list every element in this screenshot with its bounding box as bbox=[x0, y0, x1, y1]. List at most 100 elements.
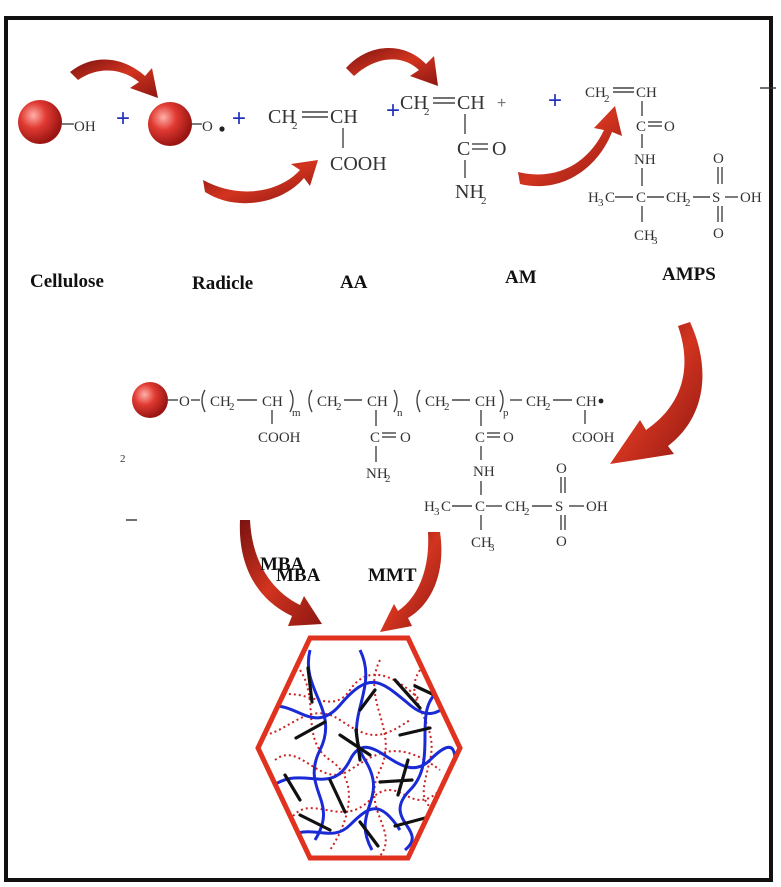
svg-text:O: O bbox=[179, 394, 190, 410]
label-radicle: Radicle bbox=[192, 273, 253, 294]
radicle-o: O bbox=[202, 119, 213, 135]
svg-text:S: S bbox=[555, 499, 563, 515]
svg-text:O: O bbox=[664, 119, 675, 135]
svg-text:3: 3 bbox=[434, 506, 440, 518]
plus-sign: + bbox=[232, 105, 246, 132]
arrow-mba bbox=[239, 520, 322, 626]
svg-text:CH: CH bbox=[457, 92, 485, 114]
network-hexagon bbox=[255, 635, 463, 861]
plus-sign: + bbox=[116, 105, 130, 132]
outer-frame bbox=[4, 16, 773, 882]
cellulose-sphere bbox=[18, 100, 62, 144]
svg-text:2: 2 bbox=[685, 197, 691, 209]
svg-text:p: p bbox=[503, 407, 509, 419]
svg-text:2: 2 bbox=[545, 401, 551, 413]
chain-end-radical-dot bbox=[598, 398, 604, 404]
svg-text:O: O bbox=[492, 138, 506, 160]
svg-text:C: C bbox=[457, 138, 470, 160]
svg-text:3: 3 bbox=[489, 542, 495, 554]
svg-text:O: O bbox=[400, 430, 411, 446]
svg-text:2: 2 bbox=[424, 106, 430, 118]
svg-text:CH: CH bbox=[330, 106, 358, 128]
svg-text:COOH: COOH bbox=[258, 430, 301, 446]
svg-text:O: O bbox=[556, 461, 567, 477]
svg-text:3: 3 bbox=[598, 197, 604, 209]
label-cellulose: Cellulose bbox=[30, 271, 104, 292]
hydrogel-network bbox=[255, 635, 463, 861]
svg-text:COOH: COOH bbox=[330, 153, 387, 175]
svg-text:2: 2 bbox=[385, 473, 391, 485]
svg-text:CH: CH bbox=[526, 394, 547, 410]
svg-text:CH: CH bbox=[475, 394, 496, 410]
svg-text:2: 2 bbox=[524, 506, 530, 518]
svg-text:CH: CH bbox=[400, 92, 428, 114]
svg-text:CH: CH bbox=[210, 394, 231, 410]
plus-sign: + bbox=[386, 97, 400, 124]
amps-structure: CH 2 CH C O NH H 3 C C CH 2 S O O OH CH … bbox=[585, 85, 762, 247]
svg-text:2: 2 bbox=[604, 93, 610, 105]
polymer-cellulose-sphere bbox=[132, 382, 168, 418]
svg-text:C: C bbox=[441, 499, 451, 515]
svg-text:CH: CH bbox=[634, 228, 655, 244]
svg-text:C: C bbox=[605, 190, 615, 206]
svg-text:n: n bbox=[397, 407, 403, 419]
svg-text:3: 3 bbox=[652, 235, 658, 247]
grafted-copolymer-structure: O CH 2 CH m COOH CH 2 CH n C O NH 2 CH 2… bbox=[168, 389, 615, 554]
label-amps: AMPS bbox=[662, 264, 716, 285]
svg-text:CH: CH bbox=[425, 394, 446, 410]
radical-dot bbox=[219, 126, 225, 132]
svg-text:2: 2 bbox=[229, 401, 235, 413]
plus-sign-grey: + bbox=[497, 95, 506, 112]
label-aa: AA bbox=[340, 272, 368, 293]
svg-text:H: H bbox=[588, 190, 599, 206]
label-am: AM bbox=[505, 267, 537, 288]
svg-text:CH: CH bbox=[636, 85, 657, 101]
svg-text:2: 2 bbox=[444, 401, 450, 413]
svg-text:C: C bbox=[636, 190, 646, 206]
svg-text:CH: CH bbox=[505, 499, 526, 515]
acrylic-acid-structure: CH 2 CH COOH bbox=[268, 106, 387, 175]
cellulose-oh: OH bbox=[74, 119, 96, 135]
svg-text:COOH: COOH bbox=[572, 430, 615, 446]
svg-text:OH: OH bbox=[586, 499, 608, 515]
acrylamide-structure: CH 2 CH C O NH 2 bbox=[400, 92, 506, 207]
arrow-mmt bbox=[380, 532, 442, 632]
svg-text:CH: CH bbox=[585, 85, 606, 101]
svg-text:NH: NH bbox=[366, 466, 388, 482]
svg-text:C: C bbox=[475, 430, 485, 446]
svg-text:C: C bbox=[370, 430, 380, 446]
svg-text:C: C bbox=[475, 499, 485, 515]
svg-text:CH: CH bbox=[666, 190, 687, 206]
svg-text:O: O bbox=[713, 226, 724, 242]
radicle-sphere bbox=[148, 102, 192, 146]
svg-text:CH: CH bbox=[471, 535, 492, 551]
svg-text:O: O bbox=[503, 430, 514, 446]
svg-text:O: O bbox=[713, 151, 724, 167]
arrow-amps-to-polymer bbox=[610, 322, 703, 464]
label-mba: MBA bbox=[276, 565, 321, 586]
svg-text:S: S bbox=[712, 190, 720, 206]
svg-text:2: 2 bbox=[336, 401, 342, 413]
svg-text:NH: NH bbox=[455, 181, 484, 203]
svg-text:2: 2 bbox=[292, 120, 298, 132]
svg-text:OH: OH bbox=[740, 190, 762, 206]
plus-sign: + bbox=[548, 87, 562, 114]
stray-mark: 2 bbox=[120, 453, 126, 465]
svg-text:CH: CH bbox=[317, 394, 338, 410]
svg-text:H: H bbox=[424, 499, 435, 515]
svg-text:CH: CH bbox=[262, 394, 283, 410]
arrow-aa-to-am bbox=[346, 47, 438, 86]
svg-text:CH: CH bbox=[268, 106, 296, 128]
svg-text:CH: CH bbox=[576, 394, 597, 410]
label-mmt: MMT bbox=[368, 565, 417, 586]
svg-text:m: m bbox=[292, 407, 301, 419]
svg-text:C: C bbox=[636, 119, 646, 135]
label-mba-shadow: MBA bbox=[260, 554, 305, 575]
svg-text:CH: CH bbox=[367, 394, 388, 410]
arrow-am-to-amps bbox=[518, 106, 622, 187]
svg-text:NH: NH bbox=[473, 464, 495, 480]
svg-text:NH: NH bbox=[634, 152, 656, 168]
arrow-cellulose-to-radicle bbox=[70, 59, 158, 98]
svg-text:2: 2 bbox=[481, 195, 487, 207]
